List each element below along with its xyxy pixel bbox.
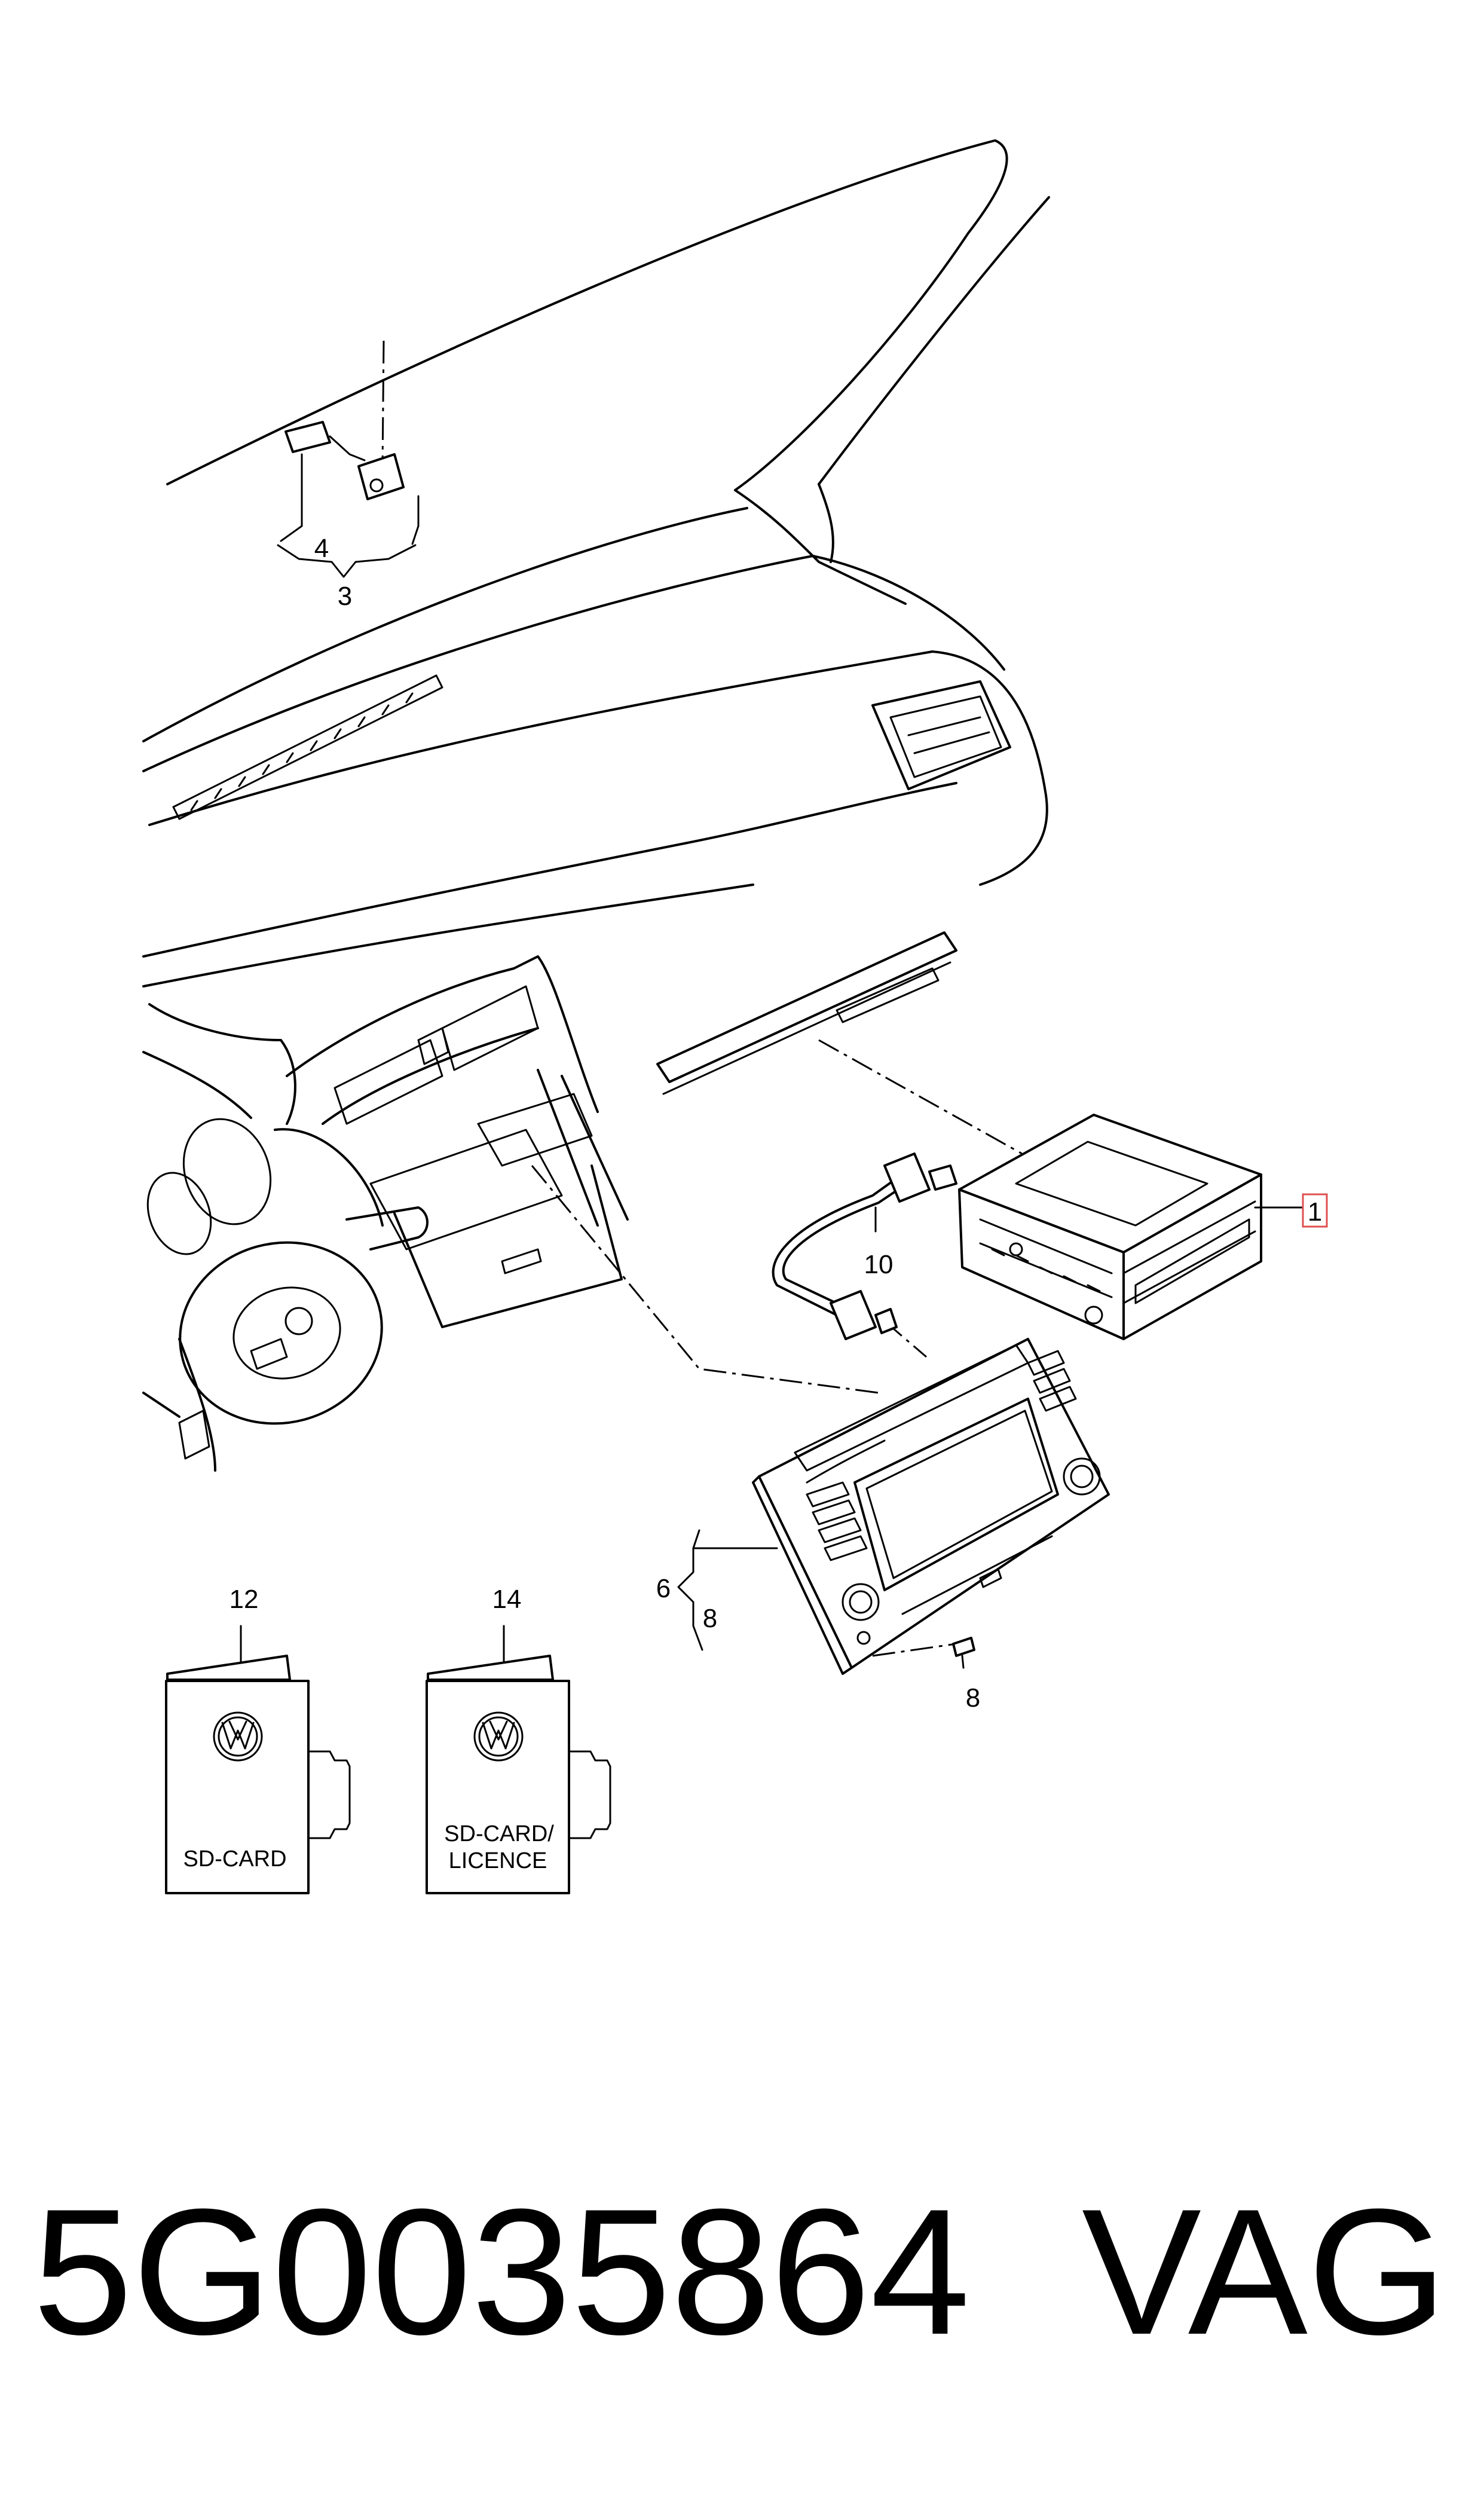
callout-12: 12 (230, 1585, 259, 1614)
sd-card-licence-booklet (426, 1625, 611, 1894)
display-head-unit (752, 1338, 1110, 1675)
sd-card-booklet (165, 1625, 351, 1894)
callout-6: 6 (656, 1574, 671, 1603)
callout-1-highlight (1302, 1193, 1328, 1228)
callout-8-right: 8 (966, 1683, 980, 1713)
dashboard-outline (142, 139, 1050, 1472)
brand-caption: VAG (1082, 2171, 1448, 2372)
part-number-caption: 5G0035864 (33, 2171, 971, 2372)
callout-1: 1 (1308, 1197, 1322, 1227)
callout-8-left: 8 (703, 1604, 717, 1633)
vw-logo-icon (473, 1711, 524, 1762)
antenna-cable (772, 1152, 957, 1340)
bracket-3-4 (277, 544, 417, 578)
callout-4: 4 (314, 534, 329, 563)
sd-card-licence-line2: LICENCE (449, 1848, 547, 1873)
callout-14: 14 (492, 1585, 522, 1614)
callout-10: 10 (864, 1250, 894, 1279)
sd-card-licence-line1: SD-CARD/ (444, 1821, 554, 1847)
navigation-module (958, 1114, 1304, 1340)
bracket-6-8 (677, 1529, 778, 1651)
sensor-assembly (280, 421, 420, 545)
callout-3: 3 (338, 582, 352, 611)
vw-logo-icon (213, 1711, 263, 1762)
sd-card-label: SD-CARD (183, 1847, 286, 1872)
